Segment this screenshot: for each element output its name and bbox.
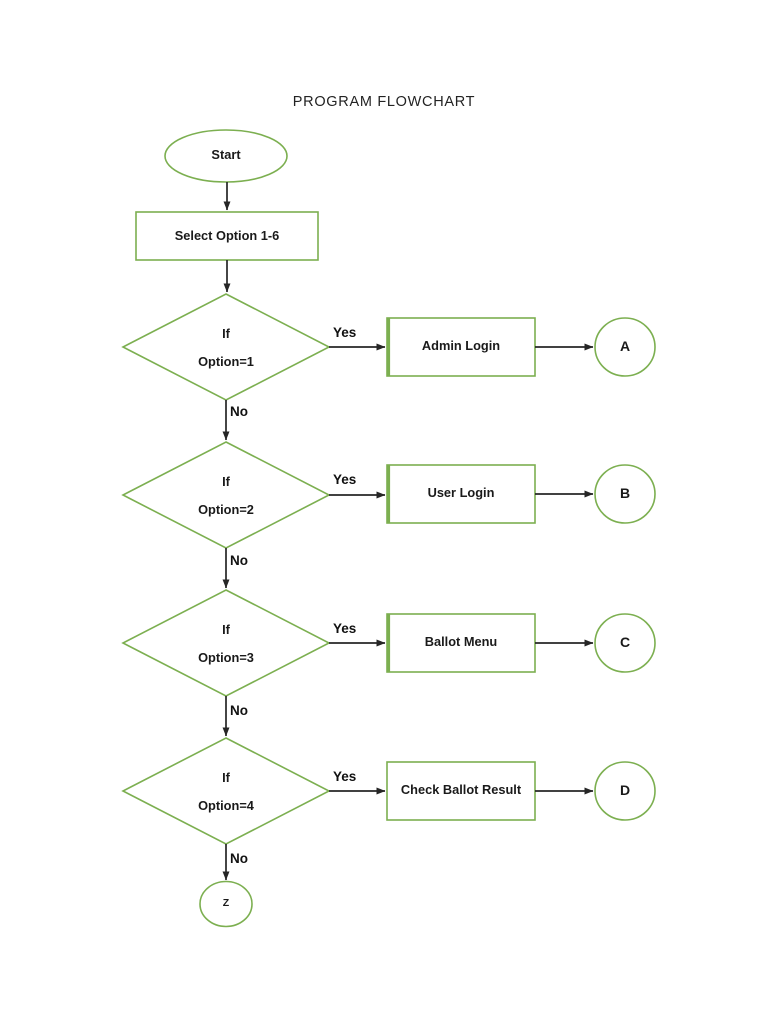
- node-connector-c: [594, 613, 656, 673]
- edge-label-yes-4: Yes: [333, 769, 357, 784]
- decision2-line2: Option=2: [198, 501, 254, 517]
- decision2-line1: If: [222, 474, 230, 489]
- node-check-ballot-result: [386, 761, 536, 821]
- node-user-login: [386, 464, 536, 524]
- node-user-login-label: User Login: [427, 485, 495, 500]
- edge-label-no-2: No: [230, 553, 248, 568]
- decision4-line1: If: [222, 770, 230, 785]
- decision1-line2: Option=1: [198, 353, 254, 369]
- node-connector-b: [594, 464, 656, 524]
- decision3-line1: If: [222, 622, 230, 637]
- decision4-line2: Option=4: [198, 797, 254, 813]
- node-decision-option2-label: If Option=2: [146, 474, 306, 517]
- node-select-option-label: Select Option 1-6: [174, 228, 280, 243]
- node-decision-option3-label: If Option=3: [146, 622, 306, 665]
- node-decision-option1-label: If Option=1: [146, 326, 306, 369]
- decision1-line1: If: [222, 326, 230, 341]
- node-connector-a: [594, 317, 656, 377]
- edge-label-no-4: No: [230, 851, 248, 866]
- edge-label-no-3: No: [230, 703, 248, 718]
- node-select-option: [135, 211, 319, 261]
- edge-label-yes-1: Yes: [333, 325, 357, 340]
- node-ballot-menu-label: Ballot Menu: [424, 634, 498, 649]
- node-decision-option4-label: If Option=4: [146, 770, 306, 813]
- decision3-line2: Option=3: [198, 649, 254, 665]
- node-start-label: Start: [211, 147, 241, 162]
- node-connector-b-label: B: [619, 485, 631, 501]
- node-connector-a-label: A: [619, 338, 631, 354]
- node-connector-z-label: Z: [222, 897, 230, 909]
- node-connector-z: [199, 880, 253, 928]
- node-connector-d: [594, 761, 656, 821]
- node-connector-d-label: D: [619, 782, 631, 798]
- page-title: PROGRAM FLOWCHART: [292, 94, 476, 110]
- edge-label-yes-3: Yes: [333, 621, 357, 636]
- edge-label-no-1: No: [230, 404, 248, 419]
- edge-label-yes-2: Yes: [333, 472, 357, 487]
- node-check-ballot-result-label: Check Ballot Result: [400, 782, 522, 797]
- node-connector-c-label: C: [619, 634, 631, 650]
- node-start: [164, 129, 288, 183]
- node-admin-login-label: Admin Login: [421, 338, 501, 353]
